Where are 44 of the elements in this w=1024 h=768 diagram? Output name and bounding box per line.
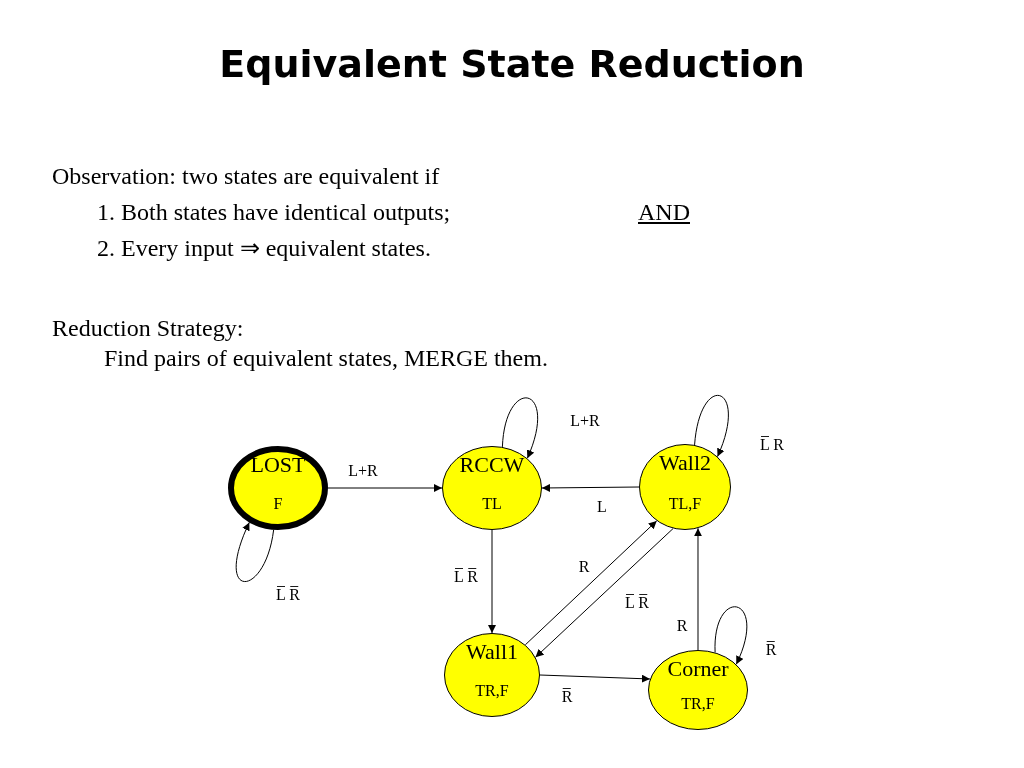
text-line: Observation: two states are equivalent if [52, 164, 440, 188]
transition-arrow [539, 674, 651, 683]
state-ellipse [639, 444, 731, 530]
edge-label: L̅ R̅ [623, 595, 651, 611]
state-output: TL,F [667, 496, 703, 512]
state-name: LOST [249, 454, 307, 476]
transition-arrow [488, 529, 496, 634]
state-output: TR,F [680, 696, 716, 712]
underlined-keyword: AND [638, 200, 690, 224]
edge-label: R [576, 559, 592, 575]
text-line: Find pairs of equivalent states, MERGE them. [104, 346, 548, 370]
slide-title: Equivalent State Reduction [218, 42, 806, 86]
state-ellipse [228, 446, 328, 530]
state-ellipse [442, 446, 542, 530]
edge-label: L̅ R̅ [274, 587, 302, 603]
edge-label: L̅ R̅ [452, 569, 480, 585]
transition-arrow [694, 527, 702, 651]
text-line: 1. Both states have identical outputs; [97, 200, 451, 224]
state-name: Wall1 [465, 641, 519, 663]
transition-arrow [694, 395, 729, 458]
edge-label: R [674, 618, 690, 634]
state-output: TR,F [474, 683, 510, 699]
text-line: 2. Every input ⇒ equivalent states. [97, 236, 431, 260]
state-output: F [272, 496, 284, 512]
edge-label: L [595, 499, 609, 515]
state-ellipse [648, 650, 748, 730]
state-name: RCCW [458, 454, 526, 476]
edge-label: L+R [346, 463, 380, 479]
transition-arrow [235, 521, 275, 583]
transition-arrow [541, 483, 640, 492]
transition-arrow [535, 528, 674, 658]
edge-label: L+R [568, 413, 602, 429]
edge-label: L̅ R [758, 437, 786, 453]
transition-arrow [501, 397, 539, 459]
edge-label: R̅ [559, 689, 575, 705]
transition-arrow [524, 520, 658, 646]
transition-arrow [714, 606, 748, 665]
state-output: TL [481, 496, 503, 512]
state-ellipse [444, 633, 540, 717]
state-name: Wall2 [658, 452, 712, 474]
state-name: Corner [666, 658, 730, 680]
edge-label: R̅ [763, 642, 779, 658]
text-line: Reduction Strategy: [52, 316, 244, 340]
transition-arrow [327, 484, 443, 492]
